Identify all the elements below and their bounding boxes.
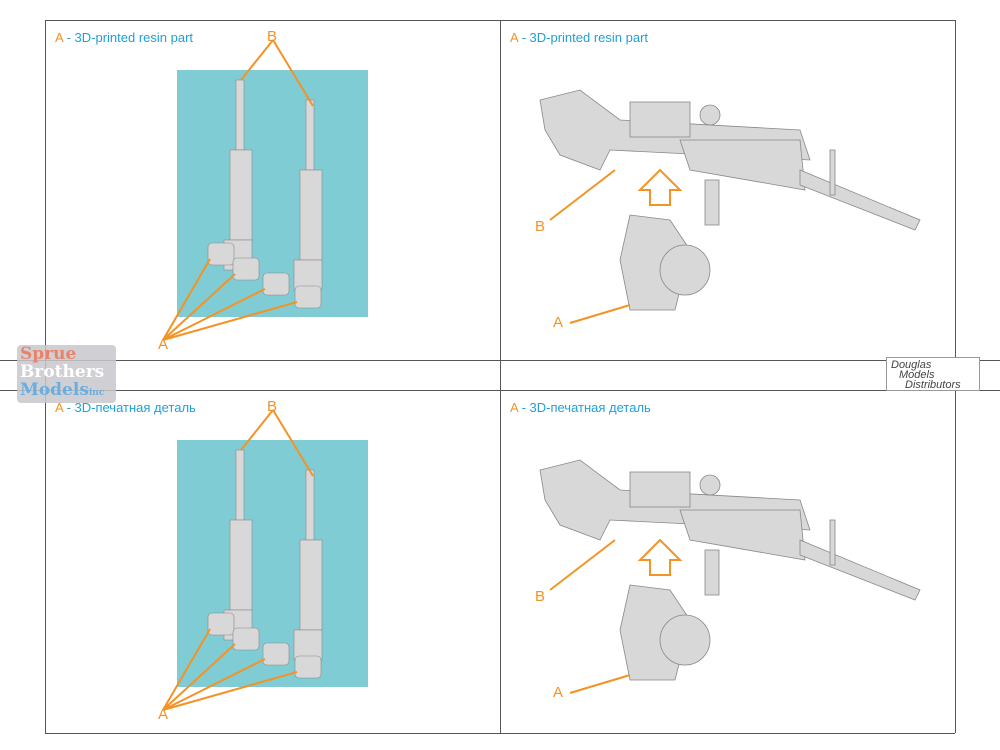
drum-part-a [232, 257, 260, 281]
sprue-brothers-logo: Sprue Brothers Modelsinc [17, 345, 116, 403]
gun-part-b [293, 469, 323, 661]
panel-caption: A - 3D-печатная деталь [510, 400, 651, 415]
caption-text: - 3D-printed resin part [62, 30, 194, 45]
caption-text: - 3D-печатная деталь [517, 400, 651, 415]
label-a: A [158, 706, 169, 723]
label-b: B [267, 28, 278, 45]
caption-marker: A [55, 400, 63, 415]
caption-marker: A [510, 400, 518, 415]
drum-part-a [262, 642, 290, 666]
divider-center [500, 20, 501, 733]
logo-line: Sprue [20, 344, 77, 364]
drum-part-a [262, 272, 290, 296]
logo-line: Models [899, 369, 935, 381]
instruction-panel: A - 3D-печатная деталь B A [45, 390, 500, 730]
caption-marker: A [55, 30, 63, 45]
logo-line: Models [20, 380, 89, 400]
logo-line: Douglas [891, 359, 932, 371]
drum-part-a [294, 655, 322, 679]
douglas-models-logo: Douglas Models Distributors [886, 357, 980, 391]
label-a: A [158, 336, 169, 353]
border-bottom [45, 733, 955, 734]
arrow-up-icon [637, 538, 683, 576]
panel-caption: A - 3D-печатная деталь [55, 400, 196, 415]
arrow-up-icon [637, 168, 683, 206]
label-b: B [535, 218, 546, 235]
panel-caption: A - 3D-printed resin part [55, 30, 193, 45]
drum-part-a [294, 285, 322, 309]
caption-text: - 3D-печатная деталь [62, 400, 196, 415]
label-a: A [553, 684, 564, 701]
caption-marker: A [510, 30, 518, 45]
logo-line: Brothers [20, 362, 105, 382]
logo-line: inc [88, 388, 105, 398]
drum-part-a [207, 612, 235, 636]
rifle-model [539, 89, 921, 311]
drum-part-a [232, 627, 260, 651]
label-b: B [267, 398, 278, 415]
label-a: A [553, 314, 564, 331]
rifle-model [539, 459, 921, 681]
panel-caption: A - 3D-printed resin part [510, 30, 648, 45]
caption-text: - 3D-printed resin part [517, 30, 649, 45]
instruction-panel: A - 3D-printed resin part B A [45, 20, 500, 360]
logo-line: Distributors [905, 379, 961, 391]
drum-part-a [207, 242, 235, 266]
label-b: B [535, 588, 546, 605]
